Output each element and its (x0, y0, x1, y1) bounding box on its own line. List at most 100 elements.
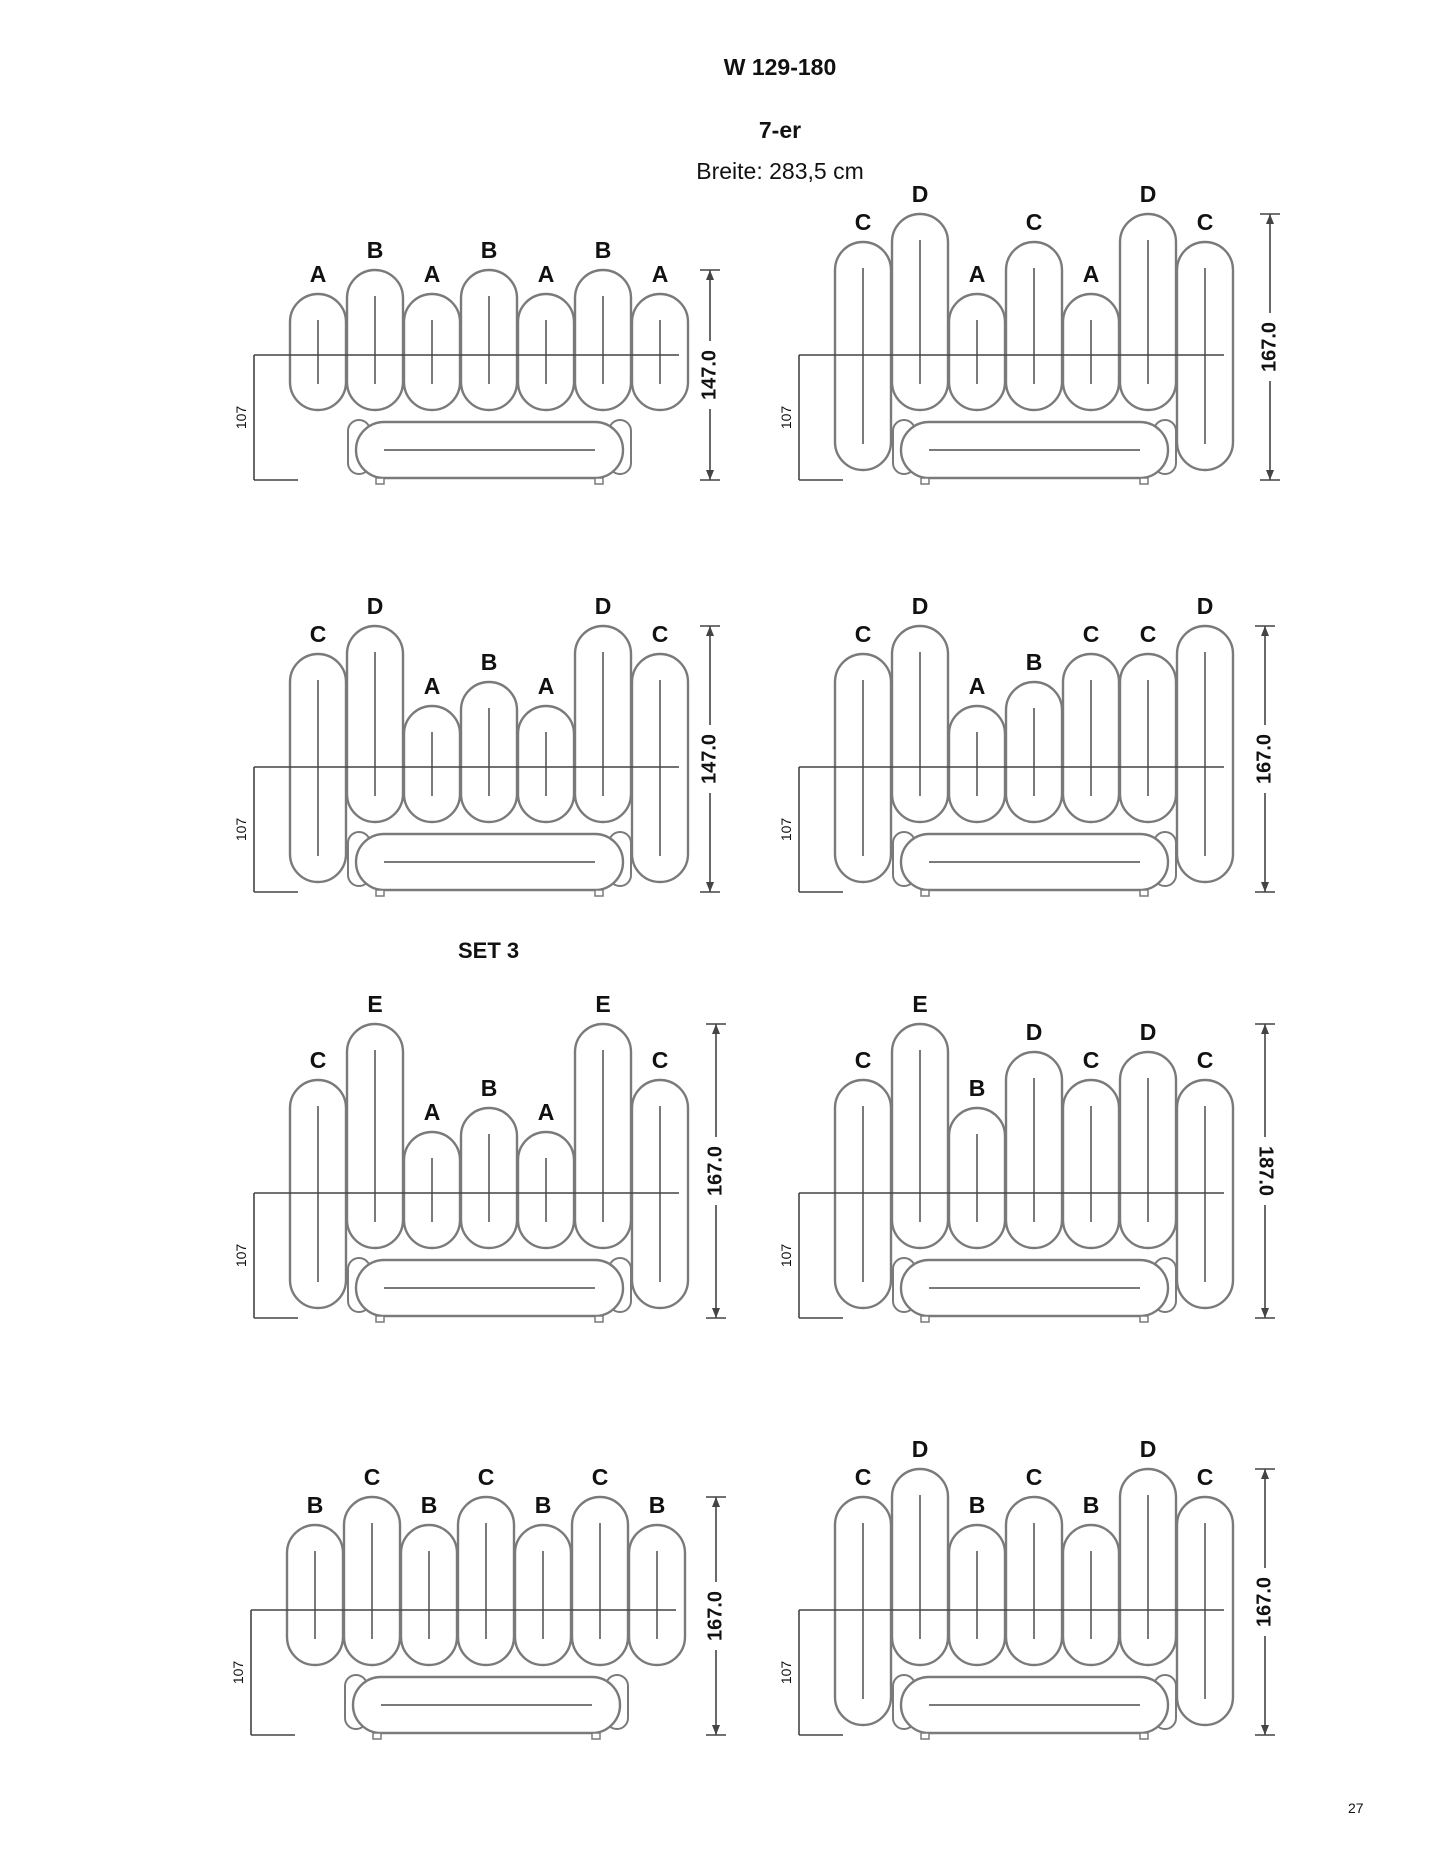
module-label: C (855, 209, 872, 235)
module-label: B (307, 1492, 324, 1518)
module-label: D (1026, 1019, 1043, 1045)
module-label: C (310, 1047, 327, 1073)
foot (920, 1732, 930, 1740)
seat-height-value: 107 (778, 818, 794, 842)
module-label: E (367, 991, 382, 1017)
height-dimension-value: 147.0 (698, 350, 720, 400)
sofa-diagram-1: A B A B A B A 107 147.0 (233, 237, 722, 485)
dimension-label-bg (698, 725, 722, 793)
seat-height-value: 107 (778, 1661, 794, 1685)
arrow-down-icon (712, 1308, 720, 1318)
dimension-label-bg (1258, 313, 1282, 381)
module-label: D (1197, 593, 1214, 619)
module-label: A (424, 261, 441, 287)
foot (920, 477, 930, 485)
module-label: B (1083, 1492, 1100, 1518)
module-label: C (310, 621, 327, 647)
foot (591, 1732, 601, 1740)
module-label: B (969, 1492, 986, 1518)
module-label: A (652, 261, 669, 287)
arrow-down-icon (1261, 1725, 1269, 1735)
module-label: D (912, 593, 929, 619)
module-label: D (367, 593, 384, 619)
page-number: 27 (1348, 1800, 1364, 1816)
module-label: A (424, 673, 441, 699)
foot (594, 889, 604, 897)
module-label: D (912, 181, 929, 207)
arrow-up-icon (1266, 214, 1274, 224)
module-label: B (421, 1492, 438, 1518)
foot (375, 889, 385, 897)
module-label: C (1083, 1047, 1100, 1073)
module-label: A (424, 1099, 441, 1125)
module-label: A (538, 261, 555, 287)
module-label: B (367, 237, 384, 263)
arrow-down-icon (1261, 882, 1269, 892)
module-label: C (478, 1464, 495, 1490)
module-label: B (969, 1075, 986, 1101)
page-title: W 129-180 (723, 54, 837, 80)
module-label: B (481, 237, 498, 263)
seat-height-value: 107 (230, 1661, 246, 1685)
height-dimension-value: 167.0 (704, 1591, 726, 1641)
module-label: C (652, 1047, 669, 1073)
arrow-up-icon (712, 1024, 720, 1034)
arrow-down-icon (1266, 470, 1274, 480)
module-label: B (481, 1075, 498, 1101)
module-label: A (310, 261, 327, 287)
arrow-up-icon (1261, 626, 1269, 636)
arrow-up-icon (1261, 1469, 1269, 1479)
arrow-down-icon (712, 1725, 720, 1735)
foot (1139, 477, 1149, 485)
height-dimension-value: 167.0 (1258, 322, 1280, 372)
module-label: B (1026, 649, 1043, 675)
foot (920, 889, 930, 897)
height-dimension-value: 167.0 (1253, 1577, 1275, 1627)
module-label: D (1140, 181, 1157, 207)
seat-height-value: 107 (233, 818, 249, 842)
dimension-label-bg (1253, 725, 1277, 793)
arrow-down-icon (706, 470, 714, 480)
module-label: C (652, 621, 669, 647)
foot (594, 477, 604, 485)
dimension-label-bg (1253, 1137, 1277, 1205)
module-label: A (1083, 261, 1100, 287)
foot (1139, 889, 1149, 897)
module-label: E (595, 991, 610, 1017)
module-label: C (1197, 1464, 1214, 1490)
module-label: C (1083, 621, 1100, 647)
foot (375, 1315, 385, 1323)
module-label: B (535, 1492, 552, 1518)
module-label: C (592, 1464, 609, 1490)
module-label: D (912, 1436, 929, 1462)
module-label: C (1140, 621, 1157, 647)
foot (1139, 1732, 1149, 1740)
module-label: C (1197, 1047, 1214, 1073)
module-label: C (855, 621, 872, 647)
height-dimension-value: 147.0 (698, 734, 720, 784)
module-label: E (912, 991, 927, 1017)
seat-height-value: 107 (233, 406, 249, 430)
foot (375, 477, 385, 485)
sofa-diagram-4: C D A B C C D 107 167.0 (778, 593, 1277, 897)
module-label: C (1197, 209, 1214, 235)
height-dimension-value: 167.0 (1253, 734, 1275, 784)
foot (1139, 1315, 1149, 1323)
seat-height-value: 107 (778, 406, 794, 430)
module-label: C (855, 1047, 872, 1073)
module-label: A (538, 673, 555, 699)
module-label: A (969, 673, 986, 699)
module-label: C (855, 1464, 872, 1490)
seat-height-value: 107 (233, 1244, 249, 1268)
arrow-up-icon (706, 270, 714, 280)
set-label: SET 3 (458, 938, 520, 963)
module-label: B (649, 1492, 666, 1518)
dimension-label-bg (1253, 1568, 1277, 1636)
module-label: D (595, 593, 612, 619)
module-label: C (1026, 209, 1043, 235)
foot (594, 1315, 604, 1323)
module-label: B (595, 237, 612, 263)
